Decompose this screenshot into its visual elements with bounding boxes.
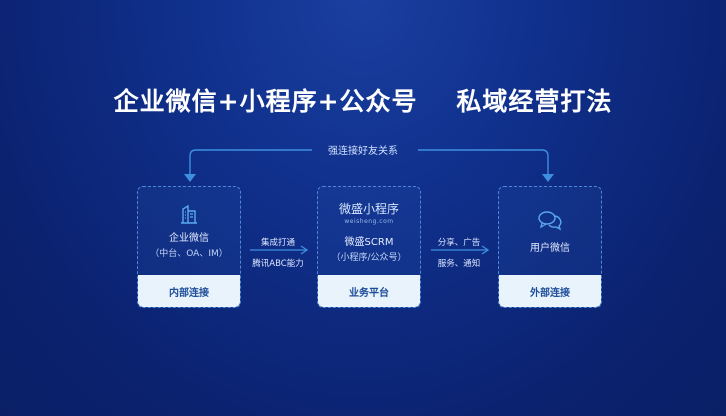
card-footer: 业务平台 [318,275,420,307]
card-name: 微盛SCRM [344,236,394,248]
top-connector-label: 强连接好友关系 [328,146,398,157]
card-subtitle: （小程序/公众号） [331,252,407,263]
building-icon [181,204,197,224]
top-connector-arrow-right [542,174,554,182]
top-connector-arrow-left [184,174,196,182]
page-title: 企业微信+小程序+公众号 私域经营打法 [113,87,613,116]
chat-bubbles-icon [538,210,562,230]
card-external-connection: 用户微信 外部连接 [498,186,602,308]
card-footer: 外部连接 [499,275,601,307]
card-name: 用户微信 [530,242,570,254]
card-footer: 内部连接 [138,275,240,307]
card-name: 企业微信 [169,233,209,244]
edge-label-bottom-1: 腾讯ABC能力 [252,259,304,269]
card-internal-connection: 企业微信 （中台、OA、IM） 内部连接 [137,186,241,308]
edge-label-top-2: 分享、广告 [437,238,481,248]
edge-label-top-1: 集成打通 [260,238,295,248]
weisheng-logo: 微盛小程序 [338,201,399,216]
card-business-platform: 微盛小程序 weisheng.com 微盛SCRM （小程序/公众号） 业务平台 [317,186,421,308]
weisheng-logo-url: weisheng.com [344,217,394,225]
card-subtitle: （中台、OA、IM） [150,249,228,259]
edge-label-bottom-2: 服务、通知 [437,259,481,269]
